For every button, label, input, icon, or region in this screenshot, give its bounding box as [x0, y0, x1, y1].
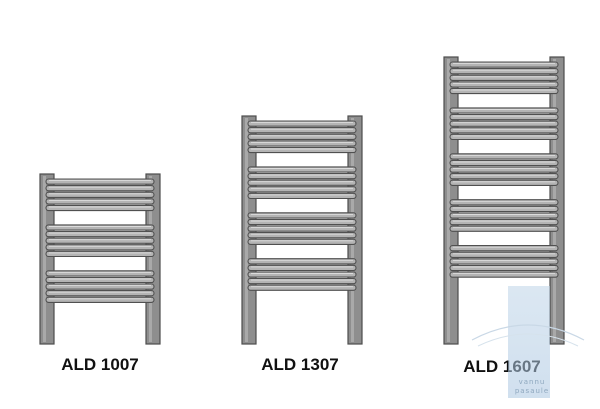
radiator-ald-1307	[241, 115, 363, 345]
radiator-bar	[45, 244, 155, 251]
radiator-bar	[45, 224, 155, 231]
radiator-bar	[247, 232, 357, 239]
radiator-bar	[449, 218, 559, 226]
radiator-bar	[449, 225, 559, 232]
watermark-text: vannu pasaule	[514, 378, 550, 395]
radiator-bar	[449, 74, 559, 81]
radiator-bar	[45, 191, 155, 198]
radiator-bar	[247, 218, 357, 226]
radiator-bar	[247, 225, 357, 232]
radiator-label-ald-1307: ALD 1307	[261, 355, 339, 374]
radiator-bar	[45, 185, 155, 192]
radiator-bar	[449, 153, 559, 160]
radiator-bar	[449, 258, 559, 265]
radiator-bar	[247, 133, 357, 140]
radiator-bar	[45, 296, 155, 303]
radiator-bar	[247, 140, 357, 147]
radiator-bar	[45, 230, 155, 238]
radiator-bar	[449, 251, 559, 258]
radiator-label-ald-1007: ALD 1007	[61, 355, 139, 374]
radiator-bar	[449, 120, 559, 127]
radiator-bar	[247, 238, 357, 245]
radiator-bar	[449, 173, 559, 180]
radiator-ald-1607	[443, 56, 565, 345]
radiator-bar	[449, 166, 559, 173]
radiator-bar	[247, 179, 357, 186]
radiator-bar	[449, 127, 559, 134]
radiator-bar	[45, 178, 155, 185]
radiator-bar	[449, 61, 559, 68]
radiator-bar	[45, 283, 155, 290]
radiator-bar	[45, 270, 155, 277]
radiator-bar	[449, 159, 559, 167]
radiator-bar	[45, 237, 155, 244]
radiator-bar	[449, 113, 559, 121]
radiator-bar	[247, 284, 357, 291]
radiator-bar	[449, 205, 559, 213]
radiator-bar	[247, 271, 357, 278]
radiator-bar	[449, 212, 559, 219]
radiator-bar	[247, 212, 357, 219]
radiator-bar	[247, 120, 357, 127]
radiator-bar	[247, 172, 357, 180]
radiator-bar	[45, 276, 155, 284]
radiator-bar	[247, 277, 357, 285]
watermark-logo	[508, 286, 550, 398]
radiator-bar	[45, 250, 155, 258]
radiator-bar	[449, 87, 559, 95]
radiator-bar	[247, 186, 357, 193]
radiator-bar	[449, 271, 559, 278]
radiator-bar	[449, 133, 559, 141]
radiator-bar	[449, 81, 559, 88]
radiator-bar	[247, 146, 357, 154]
radiator-bar	[45, 204, 155, 212]
radiator-bar	[449, 264, 559, 272]
radiator-bar	[247, 166, 357, 173]
watermark-arc-icon	[471, 324, 585, 347]
radiator-bar	[449, 68, 559, 75]
radiator-bar	[45, 290, 155, 297]
radiator-bar	[45, 198, 155, 205]
radiator-bar	[449, 107, 559, 114]
radiator-bar	[449, 245, 559, 252]
radiator-ald-1007	[39, 173, 161, 345]
radiator-bar	[449, 199, 559, 206]
radiator-bar	[247, 192, 357, 200]
radiator-bar	[247, 258, 357, 265]
radiator-bar	[449, 179, 559, 186]
radiator-bar	[247, 264, 357, 272]
radiator-bar	[247, 127, 357, 134]
